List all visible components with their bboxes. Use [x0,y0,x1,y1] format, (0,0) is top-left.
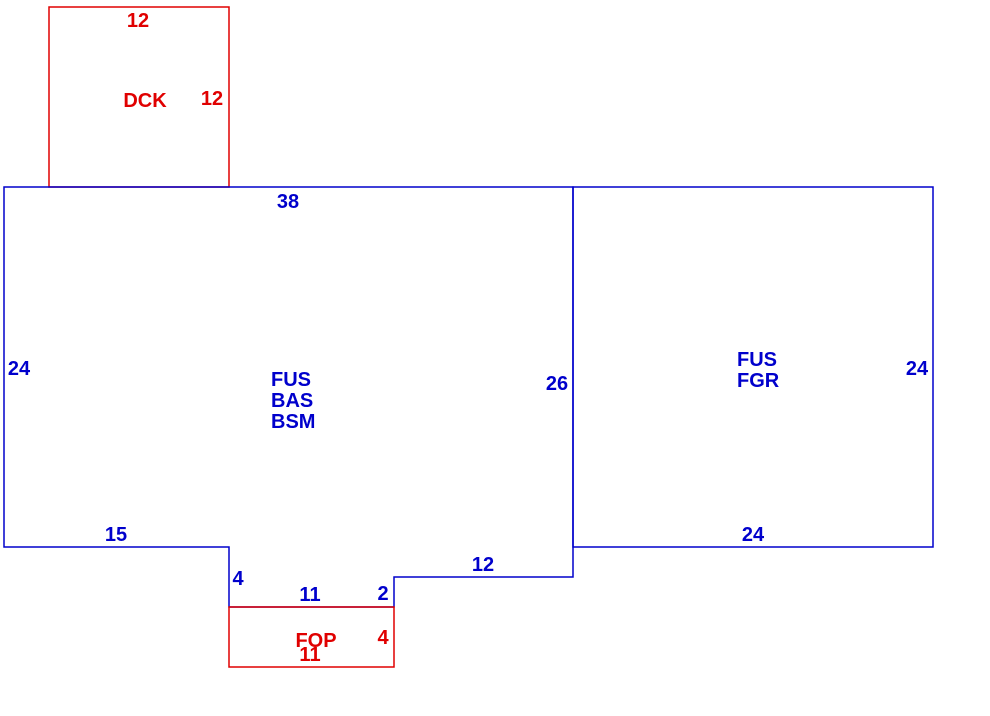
main-dim-right: 26 [546,373,568,395]
garage-outline [572,186,934,548]
deck-label: DCK [123,90,167,112]
main-dim-left: 24 [8,358,31,380]
main-label-line-3: BSM [271,411,315,433]
main-label-line-2: BAS [271,390,313,412]
main-dim-notch-bottom: 11 [299,584,320,606]
porch-outline [228,606,395,668]
main-dim-notch-left: 4 [232,568,244,590]
deck-dim-top: 12 [127,10,149,32]
garage-dim-bottom: 24 [742,524,765,546]
main-label-line-1: FUS [271,369,311,391]
porch-dim-bottom: 11 [299,644,320,666]
garage-dim-right: 24 [906,358,929,380]
porch-label: FOP [295,630,336,652]
deck-dim-right: 12 [201,88,223,110]
main-dim-bottom-right: 12 [472,554,494,576]
porch-dim-right: 4 [377,627,389,649]
main-dim-bottom-left: 15 [105,524,127,546]
garage-label-line-1: FUS [737,349,777,371]
garage-label-line-2: FGR [737,370,780,392]
main-dim-top: 38 [277,191,299,213]
main-dim-notch-right: 2 [377,583,388,605]
